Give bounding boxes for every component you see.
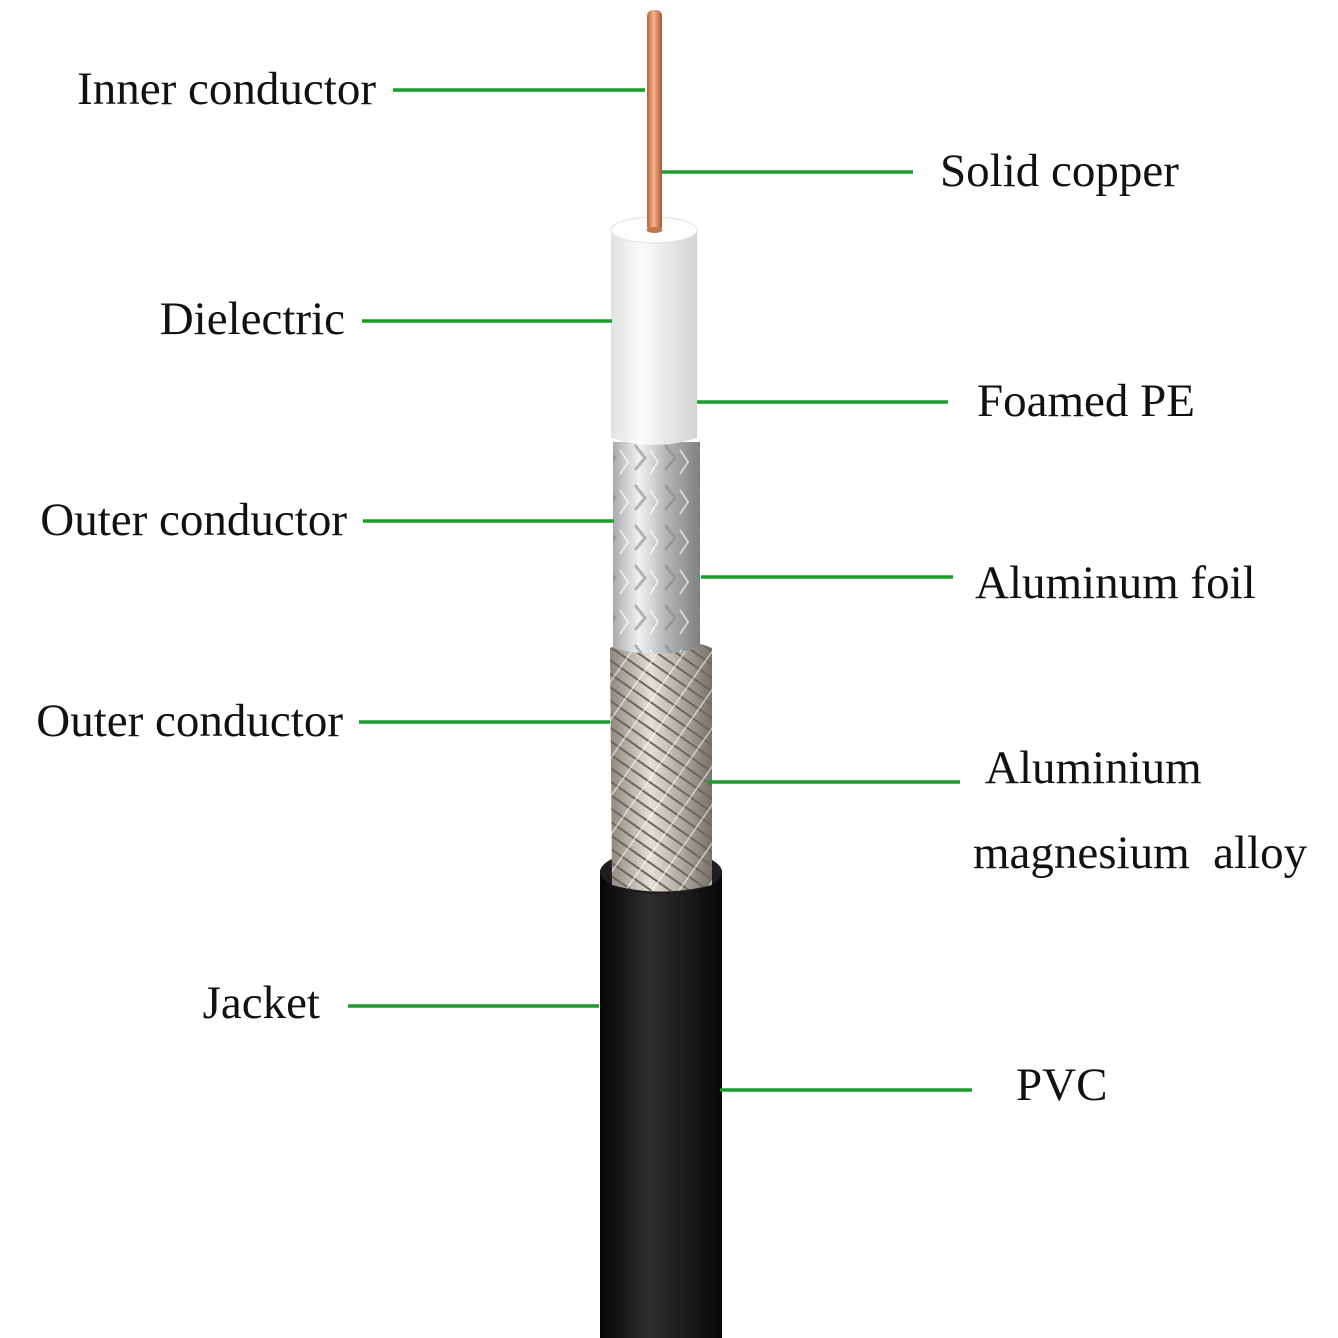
label-dielectric: Dielectric xyxy=(159,293,345,345)
dielectric-layer xyxy=(610,216,698,445)
label-foamed-pe: Foamed PE xyxy=(977,375,1196,427)
label-outer-conductor-1: Outer conductor xyxy=(40,494,347,546)
label-inner-conductor: Inner conductor xyxy=(77,63,376,115)
label-magnesium-alloy: magnesium alloy xyxy=(973,827,1308,879)
label-pvc: PVC xyxy=(1016,1059,1108,1111)
label-aluminium: Aluminium xyxy=(985,742,1202,794)
copper-conductor xyxy=(646,10,663,233)
foil-layer xyxy=(613,442,700,654)
label-outer-conductor-2: Outer conductor xyxy=(36,695,343,747)
jacket-layer xyxy=(600,850,722,1338)
label-solid-copper: Solid copper xyxy=(940,145,1179,197)
label-aluminum-foil: Aluminum foil xyxy=(975,557,1256,609)
label-jacket: Jacket xyxy=(202,977,320,1029)
braid-layer xyxy=(610,638,712,892)
